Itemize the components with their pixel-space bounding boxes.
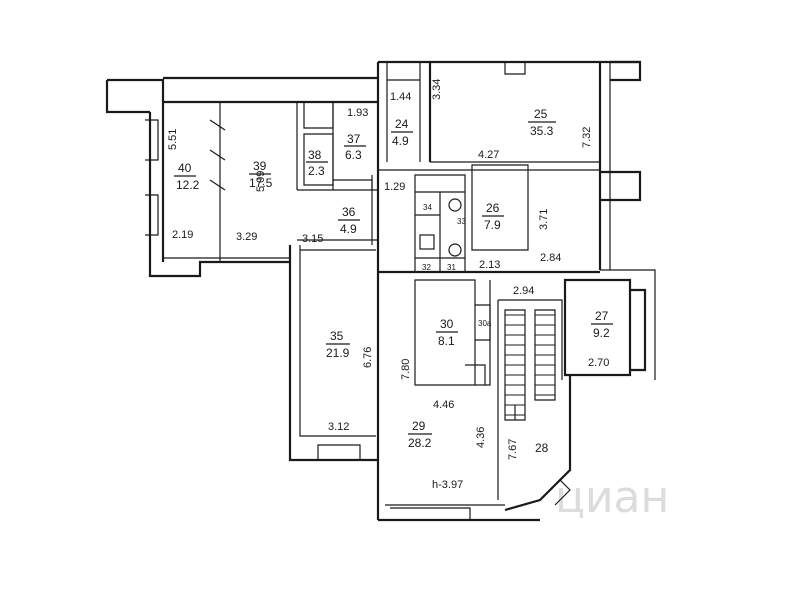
room-27: 27 9.2 <box>591 309 613 340</box>
room-31-label: 31 <box>447 263 456 272</box>
room-33-label: 33 <box>457 217 466 226</box>
dim-2-13: 2.13 <box>479 259 500 271</box>
room-35: 35 21.9 <box>326 329 350 360</box>
room-area: 9.2 <box>593 326 610 340</box>
dim-3-34: 3.34 <box>431 79 443 100</box>
room-number: 24 <box>395 117 409 131</box>
dim-4-27: 4.27 <box>478 149 499 161</box>
room-area: 7.9 <box>484 218 501 232</box>
room-number: 25 <box>534 107 548 121</box>
dim-6-76: 6.76 <box>362 347 374 368</box>
dim-2-84: 2.84 <box>540 252 561 264</box>
watermark: циан <box>555 472 669 523</box>
dim-4-46: 4.46 <box>433 399 454 411</box>
ceiling-height-label: h-3.97 <box>432 479 463 491</box>
room-29: 29 28.2 <box>408 419 432 450</box>
room-number: 39 <box>253 159 267 173</box>
room-area: 12.2 <box>176 178 200 192</box>
room-area: 8.1 <box>438 334 455 348</box>
dim-7-32: 7.32 <box>581 127 593 148</box>
dim-7-67: 7.67 <box>507 439 519 460</box>
dim-3-12: 3.12 <box>328 421 349 433</box>
walls <box>105 60 656 522</box>
room-32-label: 32 <box>422 263 431 272</box>
dim-2-19: 2.19 <box>172 229 193 241</box>
dim-3-29: 3.29 <box>236 231 257 243</box>
room-38: 38 2.3 <box>306 148 328 178</box>
dimension-labels: 5.51 2.19 3.29 5.09 1.93 1.44 3.34 7.32 … <box>167 79 609 460</box>
dim-2-94: 2.94 <box>513 285 534 297</box>
dim-2-70: 2.70 <box>588 357 609 369</box>
room-26: 26 7.9 <box>482 201 504 232</box>
room-36: 36 4.9 <box>338 205 360 236</box>
room-number: 38 <box>308 148 322 162</box>
room-40: 40 12.2 <box>174 161 200 192</box>
room-area: 4.9 <box>392 134 409 148</box>
dim-3-15: 3.15 <box>302 233 323 245</box>
room-area: 17.5 <box>249 176 273 190</box>
room-39: 39 17.5 <box>249 159 273 190</box>
room-30a-label: 30a <box>478 319 492 328</box>
room-area: 6.3 <box>345 148 362 162</box>
dim-1-44: 1.44 <box>390 91 411 103</box>
room-area: 4.9 <box>340 222 357 236</box>
room-area: 21.9 <box>326 346 350 360</box>
room-area: 28.2 <box>408 436 432 450</box>
room-number: 36 <box>342 205 356 219</box>
room-area: 2.3 <box>308 164 325 178</box>
room-number: 37 <box>347 132 361 146</box>
room-number: 29 <box>412 419 426 433</box>
dim-7-80: 7.80 <box>400 359 412 380</box>
dim-5-09: 5.09 <box>255 171 267 192</box>
room-number: 27 <box>595 309 609 323</box>
dim-4-36: 4.36 <box>475 427 487 448</box>
room-30: 30 8.1 <box>436 317 458 348</box>
room-labels: 40 12.2 39 17.5 38 2.3 37 6.3 36 4.9 24 … <box>174 107 613 491</box>
dim-1-29: 1.29 <box>384 181 405 193</box>
room-24: 24 4.9 <box>391 117 413 148</box>
room-number: 35 <box>330 329 344 343</box>
room-number: 26 <box>486 201 500 215</box>
dim-1-93: 1.93 <box>347 107 368 119</box>
room-area: 35.3 <box>530 124 554 138</box>
room-number: 40 <box>178 161 192 175</box>
staircase <box>497 299 563 500</box>
room-25: 25 35.3 <box>528 107 556 138</box>
room-37: 37 6.3 <box>344 132 366 162</box>
room-28-label: 28 <box>535 441 549 455</box>
room-34-label: 34 <box>423 203 432 212</box>
dim-3-71: 3.71 <box>538 209 550 230</box>
dim-5-51: 5.51 <box>167 129 179 150</box>
room-number: 30 <box>440 317 454 331</box>
